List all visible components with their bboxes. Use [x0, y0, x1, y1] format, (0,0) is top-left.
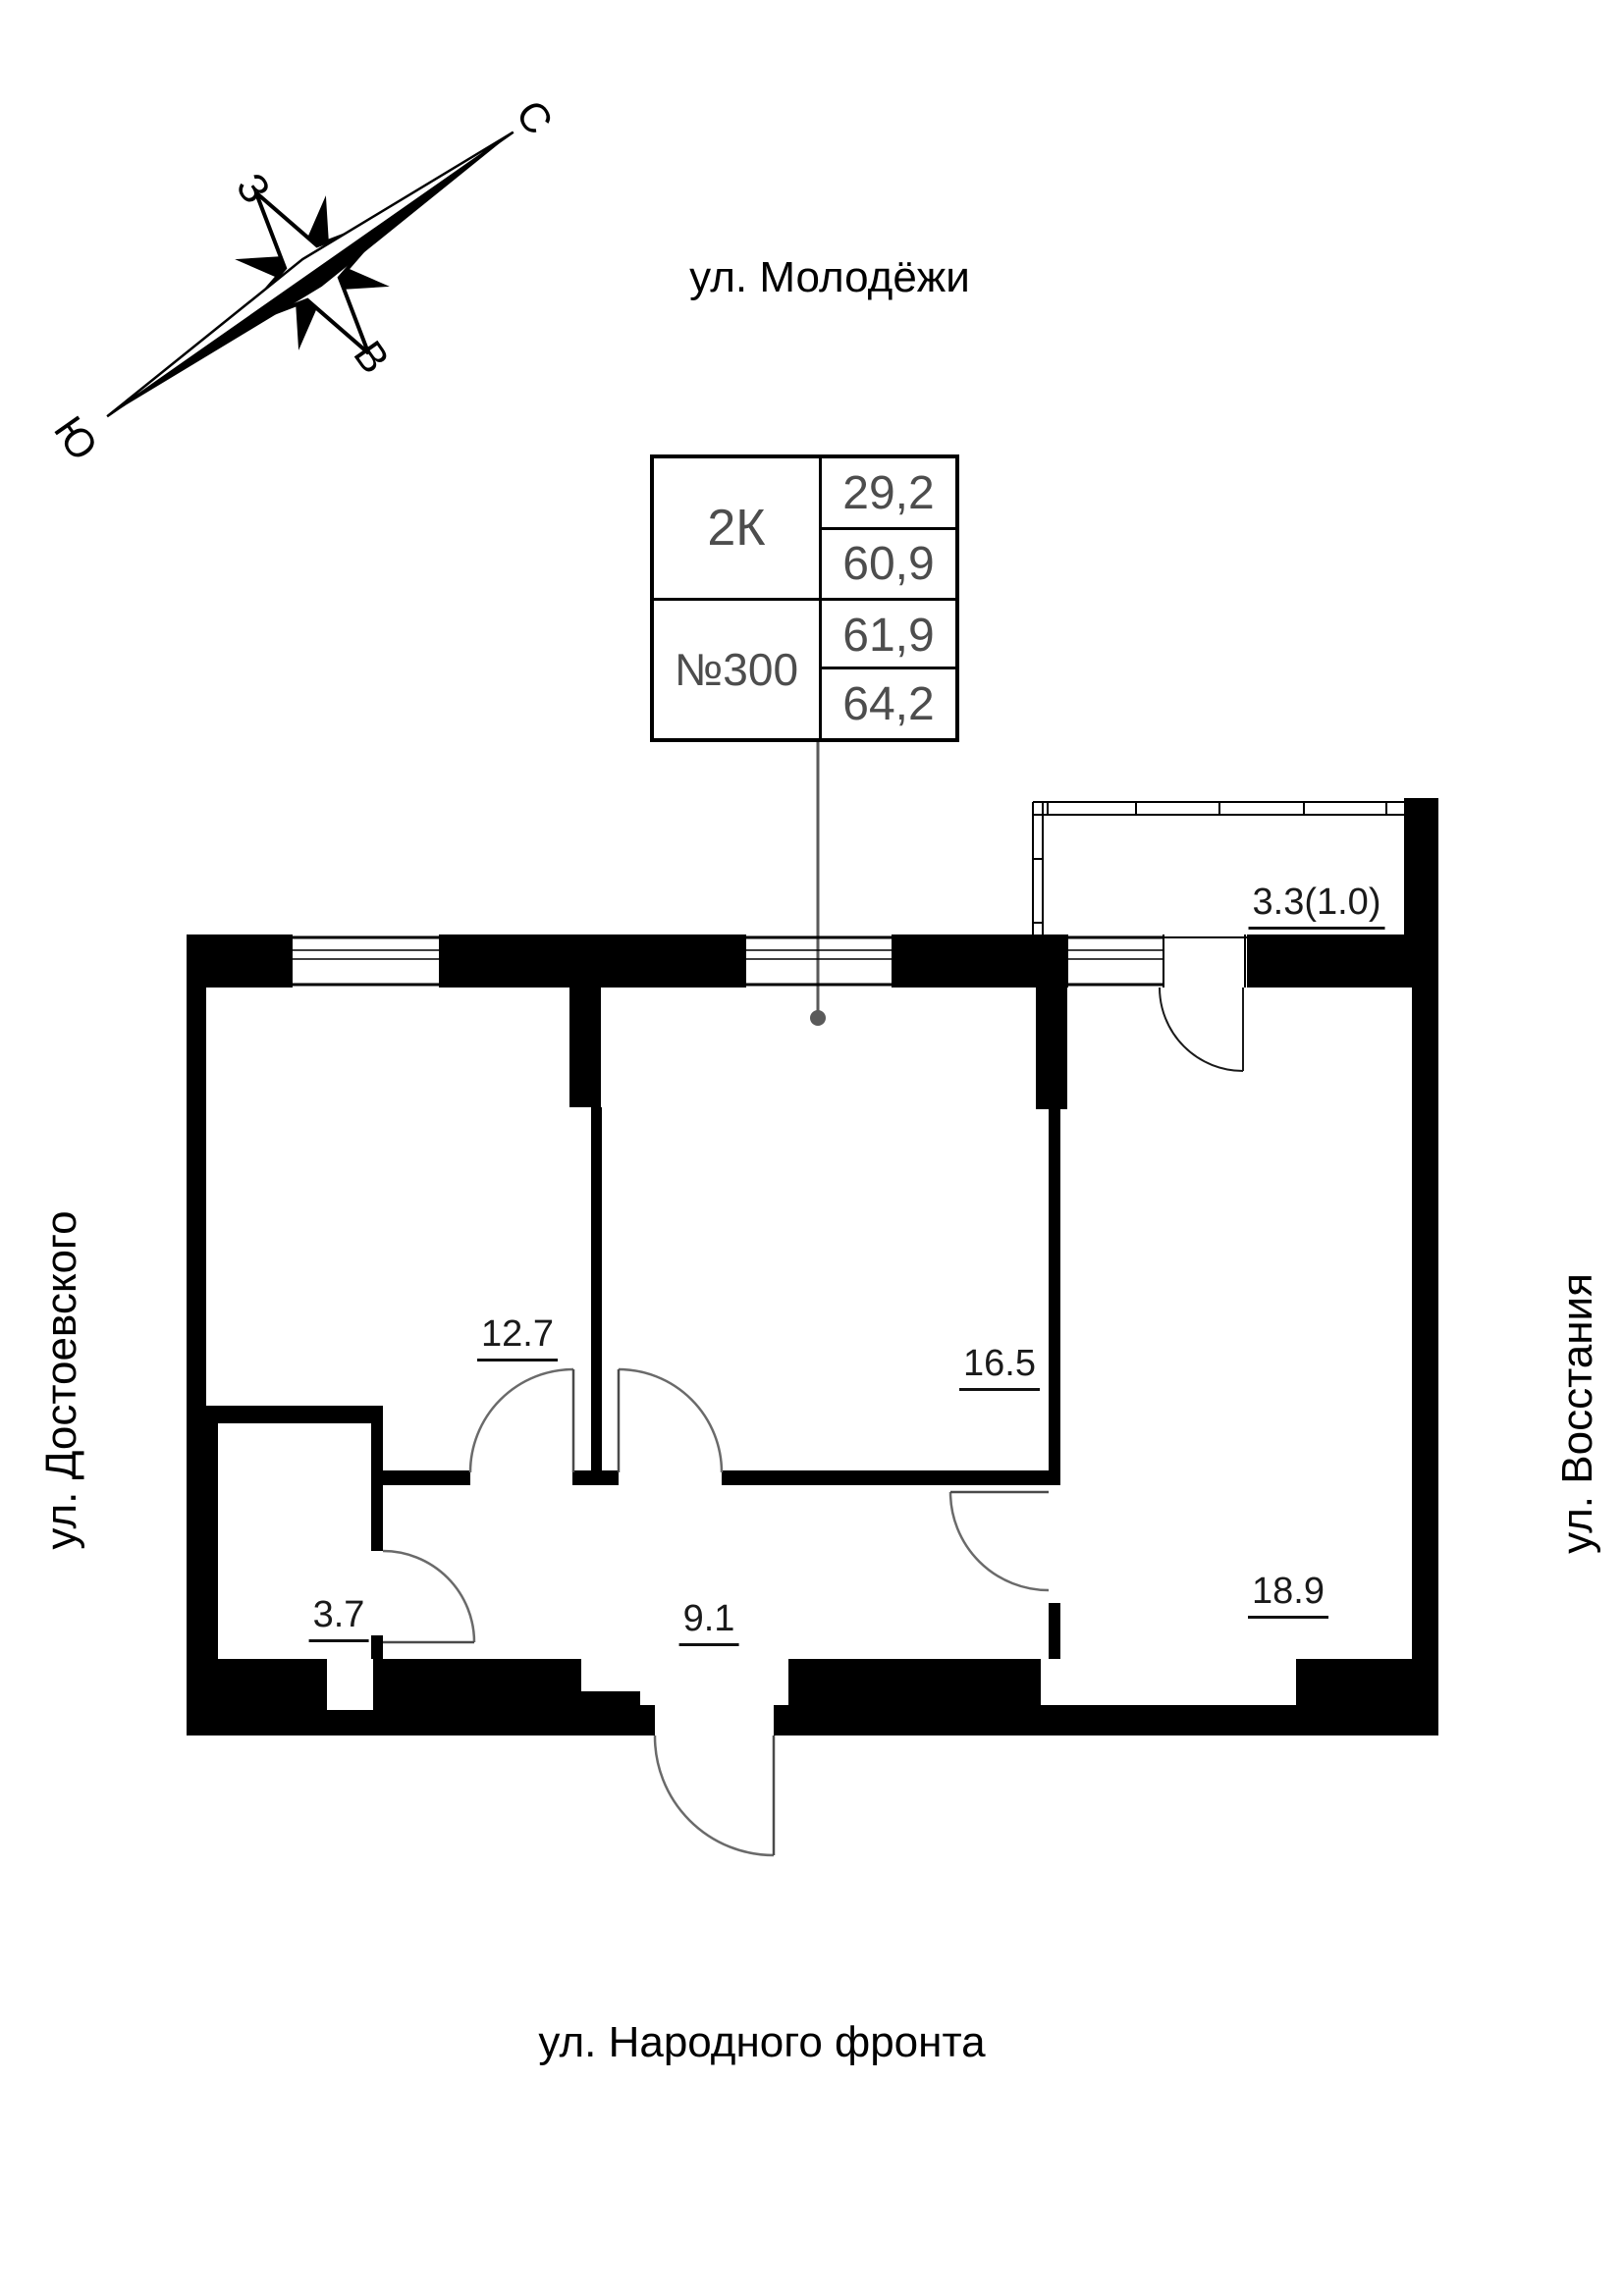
room-area-label-room2: 16.5	[959, 1343, 1040, 1391]
compass-rose: С Ю З В	[45, 91, 563, 468]
street-label-right: ул. Восстания	[1553, 1273, 1601, 1554]
area-value-living: 29,2	[842, 466, 935, 519]
room-area-label-bathroom: 3.7	[308, 1594, 369, 1642]
area-value-2: 61,9	[842, 609, 935, 662]
door-arc-room1	[468, 1367, 574, 1473]
door-arc-entrance	[653, 1735, 775, 1857]
room-area-label-balcony: 3.3(1.0)	[1248, 881, 1385, 930]
window-balcony	[1068, 934, 1247, 988]
compass-needle-dark	[107, 132, 514, 417]
window-room2	[746, 935, 892, 987]
unit-number: №300	[674, 644, 799, 695]
table-divider-horizontal	[654, 598, 955, 601]
apartment-info-table: 2К №300 29,2 60,9 61,9 64,2	[650, 454, 959, 742]
door-arc-balcony	[1159, 987, 1244, 1072]
door-arc-room3	[948, 1491, 1050, 1592]
table-subdivider-bottom	[822, 667, 955, 669]
leader-dot	[810, 1010, 826, 1026]
balcony-railing	[1032, 801, 1404, 934]
windows-layer	[293, 934, 1247, 988]
street-label-top: ул. Молодёжи	[689, 253, 970, 301]
street-label-left: ул. Достоевского	[37, 1210, 85, 1550]
area-value-total: 64,2	[842, 677, 935, 730]
table-subdivider-top	[822, 527, 955, 530]
compass-label-south: Ю	[45, 407, 107, 468]
window-room1	[293, 935, 439, 987]
leader-line	[810, 738, 826, 1026]
area-value-1: 60,9	[842, 538, 935, 590]
door-arc-bathroom	[382, 1549, 476, 1643]
room-area-label-room1: 12.7	[477, 1313, 558, 1362]
compass-label-north: С	[508, 91, 563, 142]
unit-type: 2К	[707, 500, 766, 557]
compass-needle-light	[106, 131, 514, 418]
room-area-label-room3: 18.9	[1248, 1571, 1328, 1619]
walls-layer	[187, 798, 1438, 1735]
street-label-bottom: ул. Народного фронта	[538, 2018, 986, 2066]
room-area-label-hallway: 9.1	[678, 1598, 739, 1646]
doors-layer	[382, 987, 1244, 1857]
door-arc-room2	[618, 1367, 724, 1473]
